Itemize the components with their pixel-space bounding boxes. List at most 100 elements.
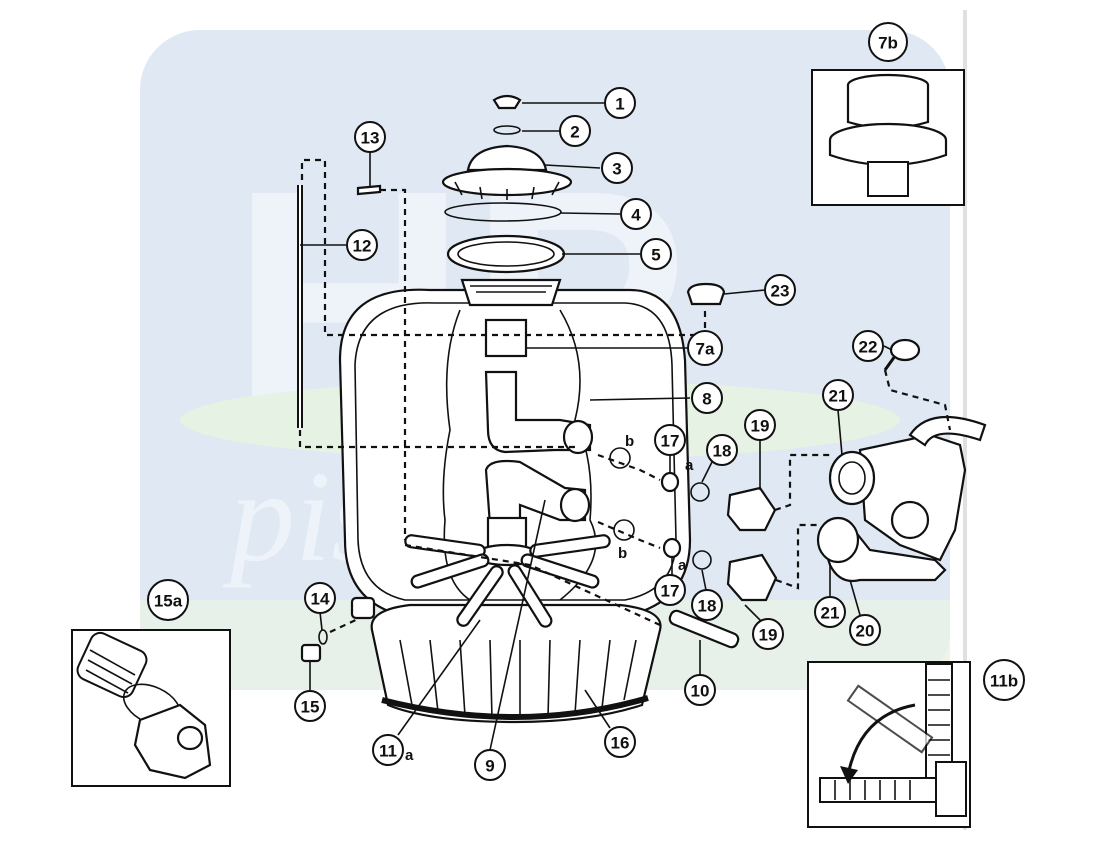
inset-11b-hub bbox=[935, 761, 967, 817]
callout-circle bbox=[983, 659, 1025, 701]
callout-label: 10 bbox=[691, 682, 710, 701]
tank-liner-right bbox=[559, 309, 597, 601]
valve-body bbox=[858, 433, 967, 562]
callout-23: 23 bbox=[764, 274, 796, 306]
upper-pipe-mouth bbox=[562, 419, 594, 455]
leader-4 bbox=[559, 212, 621, 215]
leader-18a bbox=[701, 461, 713, 483]
callout-label: 17 bbox=[661, 432, 680, 451]
callout-circle bbox=[294, 690, 326, 722]
callout-11: 11 bbox=[372, 734, 404, 766]
part-13-screw bbox=[356, 184, 382, 196]
sublabel-b1: b bbox=[625, 433, 634, 450]
callout-4: 4 bbox=[620, 198, 652, 230]
part-18-lower bbox=[692, 550, 712, 570]
leader-18b bbox=[701, 569, 707, 591]
callout-circle bbox=[852, 330, 884, 362]
callout-circle bbox=[604, 726, 636, 758]
part-1-knob bbox=[492, 94, 522, 110]
part-5-clamp-ring-inner bbox=[457, 241, 555, 267]
tank-inner-wall bbox=[354, 302, 677, 601]
laterals bbox=[404, 534, 611, 628]
callout-5: 5 bbox=[640, 238, 672, 270]
callout-label: 7a bbox=[696, 340, 715, 359]
dash-gauge bbox=[883, 369, 952, 431]
inset-15a-threads bbox=[85, 649, 136, 694]
callout-circle bbox=[691, 589, 723, 621]
sublabel-a1: a bbox=[685, 457, 694, 474]
part-21-upper-union-bore bbox=[838, 461, 866, 495]
inset-11b-slots-vertical bbox=[928, 679, 950, 756]
diffuser-7a bbox=[484, 318, 528, 358]
callout-22: 22 bbox=[852, 330, 884, 362]
callout-circle bbox=[346, 229, 378, 261]
callout-label: 8 bbox=[702, 390, 711, 409]
callout-circle bbox=[147, 579, 189, 621]
callout-circle bbox=[822, 379, 854, 411]
callout-layer: 123457a7b89101111b1213141515a16171718181… bbox=[147, 22, 1025, 781]
callout-label: 20 bbox=[856, 622, 875, 641]
leader-19b bbox=[744, 604, 763, 623]
sublabel-a11: a bbox=[405, 747, 414, 764]
callout-circle bbox=[654, 424, 686, 456]
callout-circle bbox=[706, 434, 738, 466]
inset-15a-knob-center bbox=[176, 725, 204, 751]
leader-11 bbox=[397, 619, 481, 736]
callout-circle bbox=[691, 382, 723, 414]
inset-7b-stem bbox=[867, 161, 909, 197]
callout-circle bbox=[684, 674, 716, 706]
callout-label: 14 bbox=[311, 590, 330, 609]
callout-13: 13 bbox=[354, 121, 386, 153]
callout-circle bbox=[620, 198, 652, 230]
callout-12: 12 bbox=[346, 229, 378, 261]
callout-circle bbox=[354, 121, 386, 153]
callout-circle bbox=[687, 330, 723, 366]
callout-label: 13 bbox=[361, 129, 380, 148]
callout-16: 16 bbox=[604, 726, 636, 758]
callout-circle bbox=[640, 238, 672, 270]
lateral-6 bbox=[507, 564, 553, 628]
callout-7a: 7a bbox=[687, 330, 723, 366]
dash-rod-to-cap bbox=[300, 158, 707, 337]
part-17-lower bbox=[662, 537, 682, 559]
callout-19b: 19 bbox=[752, 618, 784, 650]
gasket-b-lower bbox=[613, 519, 635, 541]
part-10-lateral-spare bbox=[668, 609, 740, 649]
callout-circle bbox=[474, 749, 506, 781]
dash-screw-to-laterals bbox=[380, 188, 407, 540]
tank-base bbox=[370, 603, 662, 724]
callout-label: 15a bbox=[154, 592, 183, 611]
internal-pipes bbox=[473, 318, 594, 567]
callout-7b: 7b bbox=[868, 22, 908, 62]
callout-11b: 11b bbox=[983, 659, 1025, 701]
callout-2: 2 bbox=[559, 115, 591, 147]
lower-pipe-mouth bbox=[559, 487, 591, 523]
lateral-2 bbox=[410, 553, 490, 589]
part-3-lid-ribs bbox=[454, 181, 560, 200]
part-18-upper bbox=[690, 482, 710, 502]
callout-14: 14 bbox=[304, 582, 336, 614]
callout-15a: 15a bbox=[147, 579, 189, 621]
callout-label: 19 bbox=[759, 626, 778, 645]
leader-14 bbox=[319, 611, 323, 631]
leader-23 bbox=[723, 289, 766, 295]
inset-11b bbox=[807, 661, 971, 828]
lateral-4 bbox=[529, 534, 611, 558]
callout-label: 4 bbox=[631, 206, 641, 225]
leader-lines bbox=[300, 102, 893, 751]
callout-circle bbox=[604, 87, 636, 119]
tank-base-ribs bbox=[399, 639, 637, 719]
part-4-gasket bbox=[444, 202, 562, 222]
callout-circle bbox=[304, 582, 336, 614]
dash-drain bbox=[329, 617, 361, 633]
callout-circle bbox=[559, 115, 591, 147]
dash-upper-fitting bbox=[597, 453, 661, 481]
callout-circle bbox=[654, 574, 686, 606]
callout-label: 1 bbox=[615, 95, 624, 114]
callout-circle bbox=[814, 596, 846, 628]
dash-rod-bottom bbox=[298, 430, 580, 449]
callout-circle bbox=[764, 274, 796, 306]
gasket-b-upper bbox=[609, 447, 631, 469]
callout-label: 18 bbox=[713, 442, 732, 461]
